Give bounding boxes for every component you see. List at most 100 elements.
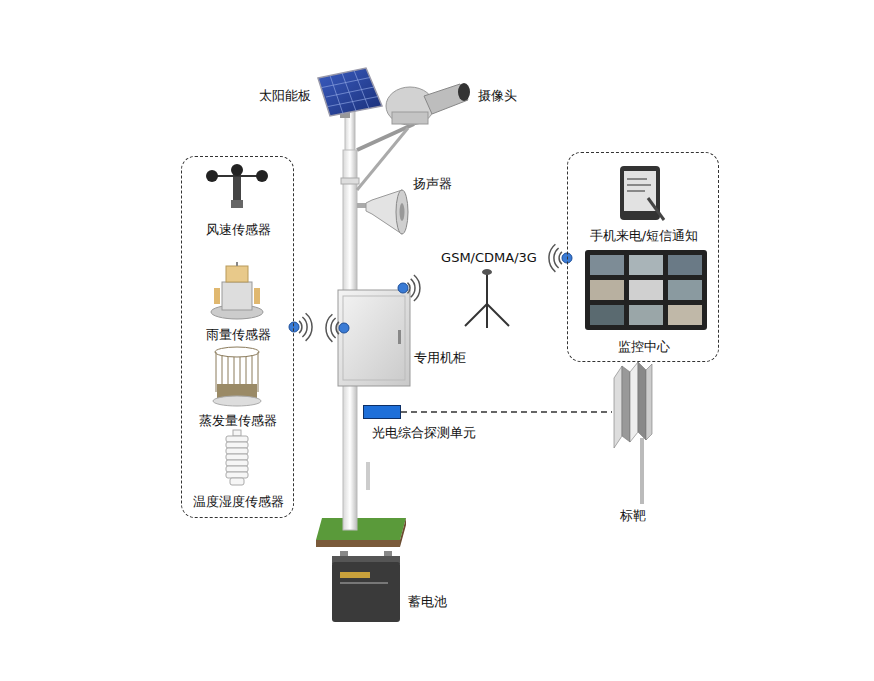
- monitor-wall-part: [629, 305, 663, 325]
- temperature-humidity-sensor-icon: [226, 430, 248, 485]
- monitor-wall-part: [585, 250, 707, 330]
- target-pole: [640, 438, 644, 504]
- wireless-arcs-part: [331, 318, 336, 338]
- wireless-arcs-part: [408, 283, 411, 294]
- solar-panel-part: [322, 78, 370, 88]
- rain-sensor-icon-part: [254, 288, 260, 304]
- monitor-wall-part: [668, 255, 702, 275]
- temperature-humidity-sensor-icon-part: [233, 430, 241, 436]
- part-label: 蒸发量传感器: [199, 413, 277, 429]
- target-panel: [622, 366, 630, 442]
- part-label: 风速传感器: [206, 222, 271, 238]
- label-text: 太阳能板: [259, 88, 311, 104]
- pole-part: [341, 178, 359, 184]
- camera-part: [357, 128, 408, 190]
- evaporation-sensor-icon-part: [216, 352, 217, 392]
- battery-part: [340, 572, 370, 578]
- temperature-humidity-sensor-icon-part: [226, 472, 248, 478]
- rain-sensor-icon: [211, 262, 263, 319]
- part-label: 太阳能板: [259, 88, 311, 104]
- battery: [332, 551, 400, 622]
- label-text: GSM/CDMA/3G: [441, 250, 537, 266]
- target-figure: [612, 358, 654, 504]
- part-label: 监控中心: [618, 339, 670, 355]
- rain-sensor-icon-part: [226, 266, 248, 282]
- phone-icon-part: [624, 171, 656, 211]
- camera-part: [458, 83, 470, 101]
- target-panel: [638, 362, 646, 440]
- target-board: 标靶: [612, 358, 654, 504]
- label-text: 扬声器: [413, 176, 452, 192]
- temperature-humidity-sensor-icon-part: [226, 454, 248, 460]
- speaker-part: [396, 190, 408, 234]
- wireless-arcs-part: [559, 252, 562, 264]
- battery-part: [332, 562, 400, 622]
- wind-sensor-icon-part: [231, 200, 243, 208]
- wireless-arcs-part: [302, 317, 307, 337]
- wireless-arcs: [299, 244, 562, 342]
- phone-icon-part: [648, 198, 664, 220]
- wireless-arcs-part: [306, 313, 312, 341]
- label-text: 监控中心: [618, 339, 670, 355]
- wind-sensor-icon-part: [206, 170, 218, 182]
- monitor-wall: [585, 250, 707, 330]
- solar-panel-part: [318, 68, 382, 116]
- dashed-connector: [401, 411, 612, 413]
- phone-icon: [620, 166, 664, 220]
- antenna: [465, 269, 509, 328]
- label-text: 标靶: [620, 508, 646, 524]
- target-panel: [630, 362, 638, 442]
- antenna-part: [486, 304, 488, 328]
- phone-icon-part: [627, 178, 647, 180]
- solar-panel-part: [326, 87, 374, 97]
- temperature-humidity-sensor-icon-part: [226, 460, 248, 466]
- solar-panel-part: [328, 97, 378, 107]
- part-label: 摄像头: [478, 88, 517, 104]
- target-panel: [646, 364, 652, 440]
- monitor-wall-part: [590, 305, 624, 325]
- wireless-arcs-part: [411, 279, 415, 297]
- label-text: 风速传感器: [206, 222, 271, 238]
- wind-sensor-icon: [206, 164, 268, 208]
- rain-sensor-icon-part: [214, 288, 220, 304]
- cabinet-part: [343, 296, 405, 380]
- label-text: 光电综合探测单元: [372, 425, 476, 441]
- temperature-humidity-sensor-icon-part: [226, 448, 248, 454]
- phone-icon-part: [627, 184, 651, 186]
- wireless-dots-part: [398, 283, 408, 293]
- speaker: [357, 190, 408, 234]
- monitor-wall-part: [629, 280, 663, 300]
- part-label: 专用机柜: [414, 350, 466, 366]
- wireless-arcs-part: [549, 244, 555, 272]
- cabinet-part: [398, 330, 401, 344]
- dashed-group: 手机来电/短信通知监控中心: [567, 152, 719, 362]
- pole-part: [366, 462, 370, 490]
- label-text: 摄像头: [478, 88, 517, 104]
- monitor-wall-part: [668, 280, 702, 300]
- part-label: 手机来电/短信通知: [590, 228, 698, 244]
- wireless-arcs-part: [326, 314, 332, 342]
- wind-sensor-icon-part: [256, 170, 268, 182]
- rain-sensor-icon-part: [222, 282, 252, 310]
- camera-part: [386, 87, 434, 125]
- label-text: 手机来电/短信通知: [590, 228, 698, 244]
- part-label: 温度湿度传感器: [193, 494, 284, 510]
- camera-part: [357, 124, 414, 150]
- phone-icon-part: [620, 166, 660, 220]
- dashed-group: 风速传感器雨量传感器蒸发量传感器温度湿度传感器: [181, 156, 294, 518]
- label-text: 专用机柜: [414, 350, 466, 366]
- part-label: GSM/CDMA/3G: [441, 250, 537, 266]
- temperature-humidity-sensor-icon-part: [226, 466, 248, 472]
- label-text: 蒸发量传感器: [199, 413, 277, 429]
- label-text: 蓄电池: [408, 594, 447, 610]
- monitor-wall-part: [590, 280, 624, 300]
- phone-icon-part: [627, 190, 645, 192]
- target-panel: [614, 366, 622, 448]
- grass-base: [316, 518, 406, 547]
- monitor-wall-part: [629, 255, 663, 275]
- monitor-wall-part: [590, 255, 624, 275]
- battery-part: [340, 582, 388, 584]
